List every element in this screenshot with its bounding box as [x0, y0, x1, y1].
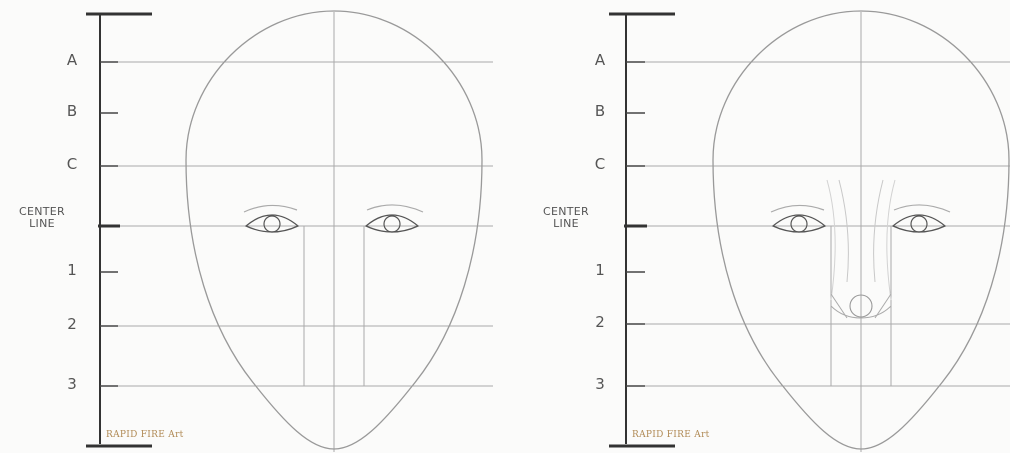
left-iris: [791, 216, 807, 232]
right-iris: [384, 216, 400, 232]
left-eyebrow: [771, 205, 824, 212]
right-eye: [366, 215, 418, 232]
left-eye: [773, 215, 825, 232]
nose-side-right: [875, 294, 891, 318]
label-c: C: [67, 157, 77, 172]
right-eye: [893, 215, 945, 232]
left-iris: [264, 216, 280, 232]
right-eyebrow: [894, 205, 950, 212]
label-c: C: [595, 157, 605, 172]
label-center-line: CENTER LINE: [536, 206, 596, 230]
nose-bridge-right: [874, 180, 883, 282]
label-1: 1: [67, 263, 77, 278]
label-2: 2: [67, 317, 77, 332]
label-3: 3: [67, 377, 77, 392]
right-eyebrow: [367, 205, 423, 212]
left-panel: A B C CENTER LINE 1 2 3 RAPID FIRE Art: [0, 0, 505, 453]
label-b: B: [67, 104, 77, 119]
watermark-logo: RAPID FIRE Art: [106, 430, 184, 440]
label-b: B: [595, 104, 605, 119]
left-eyebrow: [244, 205, 297, 212]
right-panel: A B C CENTER LINE 1 2 3 RAPID FIRE Art: [505, 0, 1010, 453]
right-iris: [911, 216, 927, 232]
label-3: 3: [595, 377, 605, 392]
label-2: 2: [595, 315, 605, 330]
label-a: A: [595, 53, 605, 68]
watermark-logo: RAPID FIRE Art: [632, 430, 710, 440]
left-eye: [246, 215, 298, 232]
label-1: 1: [595, 263, 605, 278]
label-a: A: [67, 53, 77, 68]
label-center-line: CENTER LINE: [12, 206, 72, 230]
nose-bridge-left: [839, 180, 848, 282]
nose-side-left: [831, 294, 847, 318]
